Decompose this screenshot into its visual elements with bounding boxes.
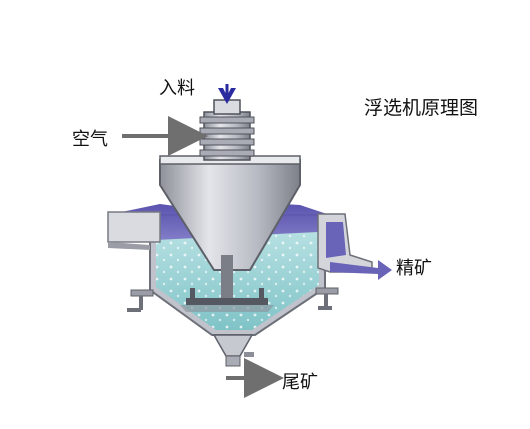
feed-arrow bbox=[218, 84, 236, 104]
diagram-title: 浮选机原理图 bbox=[364, 97, 479, 119]
left-froth-launder bbox=[107, 211, 161, 250]
feed-column bbox=[199, 99, 255, 161]
impeller bbox=[180, 255, 274, 312]
concentrate-launder bbox=[317, 213, 373, 273]
tailings-outlet bbox=[212, 334, 254, 367]
air-label: 空气 bbox=[72, 129, 108, 150]
feed-label: 入料 bbox=[159, 78, 195, 99]
concentrate-arrow bbox=[330, 260, 392, 280]
concentrate-label: 精矿 bbox=[396, 258, 432, 279]
tailings-label: 尾矿 bbox=[282, 372, 318, 393]
support-legs bbox=[127, 287, 339, 312]
